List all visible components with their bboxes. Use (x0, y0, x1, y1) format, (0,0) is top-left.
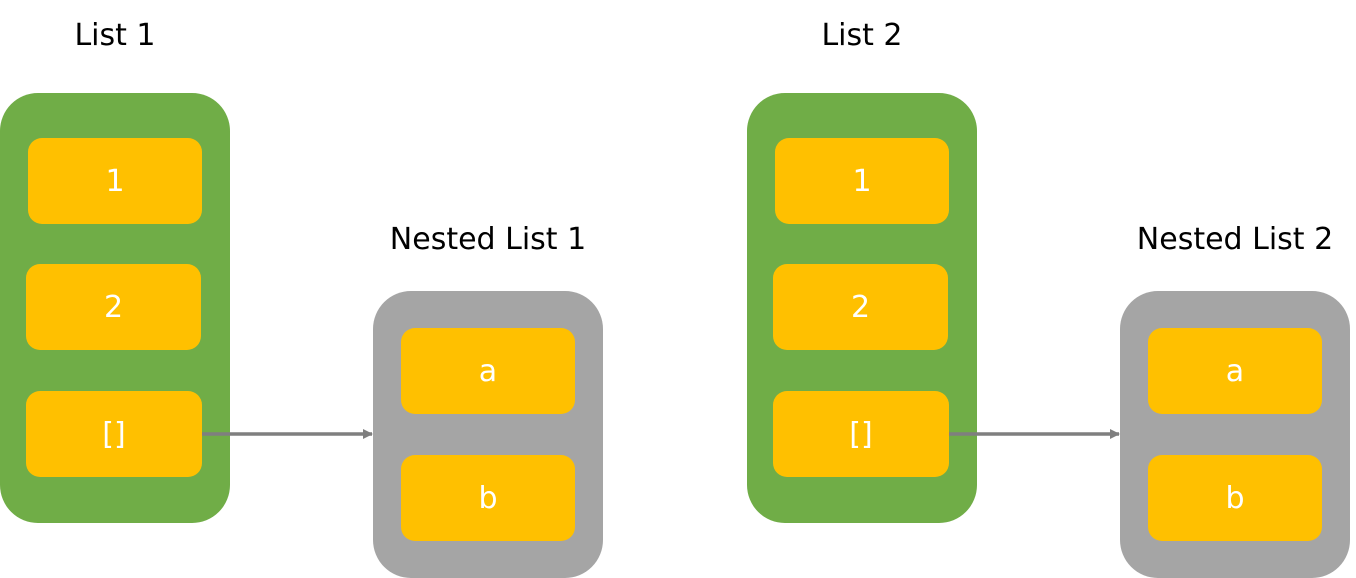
nested-list-1-item-b: b (401, 455, 575, 541)
list-2-title: List 2 (821, 18, 903, 53)
list-2-item-3: [] (773, 391, 949, 477)
nested-list-1-title: Nested List 1 (389, 222, 587, 257)
nested-list-2-container: a b (1120, 291, 1350, 578)
nested-list-2-item-b: b (1148, 455, 1322, 541)
list-2-container: 1 2 [] (747, 93, 977, 523)
nested-list-1-container: a b (373, 291, 603, 578)
list-2-item-1: 1 (775, 138, 949, 224)
list-1-item-2: 2 (26, 264, 201, 350)
list-1-item-1: 1 (28, 138, 202, 224)
list-1-item-3: [] (26, 391, 202, 477)
nested-list-2-item-a: a (1148, 328, 1322, 414)
list-2-item-2: 2 (773, 264, 948, 350)
nested-list-1-item-a: a (401, 328, 575, 414)
nested-list-2-title: Nested List 2 (1136, 222, 1334, 257)
list-1-container: 1 2 [] (0, 93, 230, 523)
list-1-title: List 1 (74, 18, 156, 53)
